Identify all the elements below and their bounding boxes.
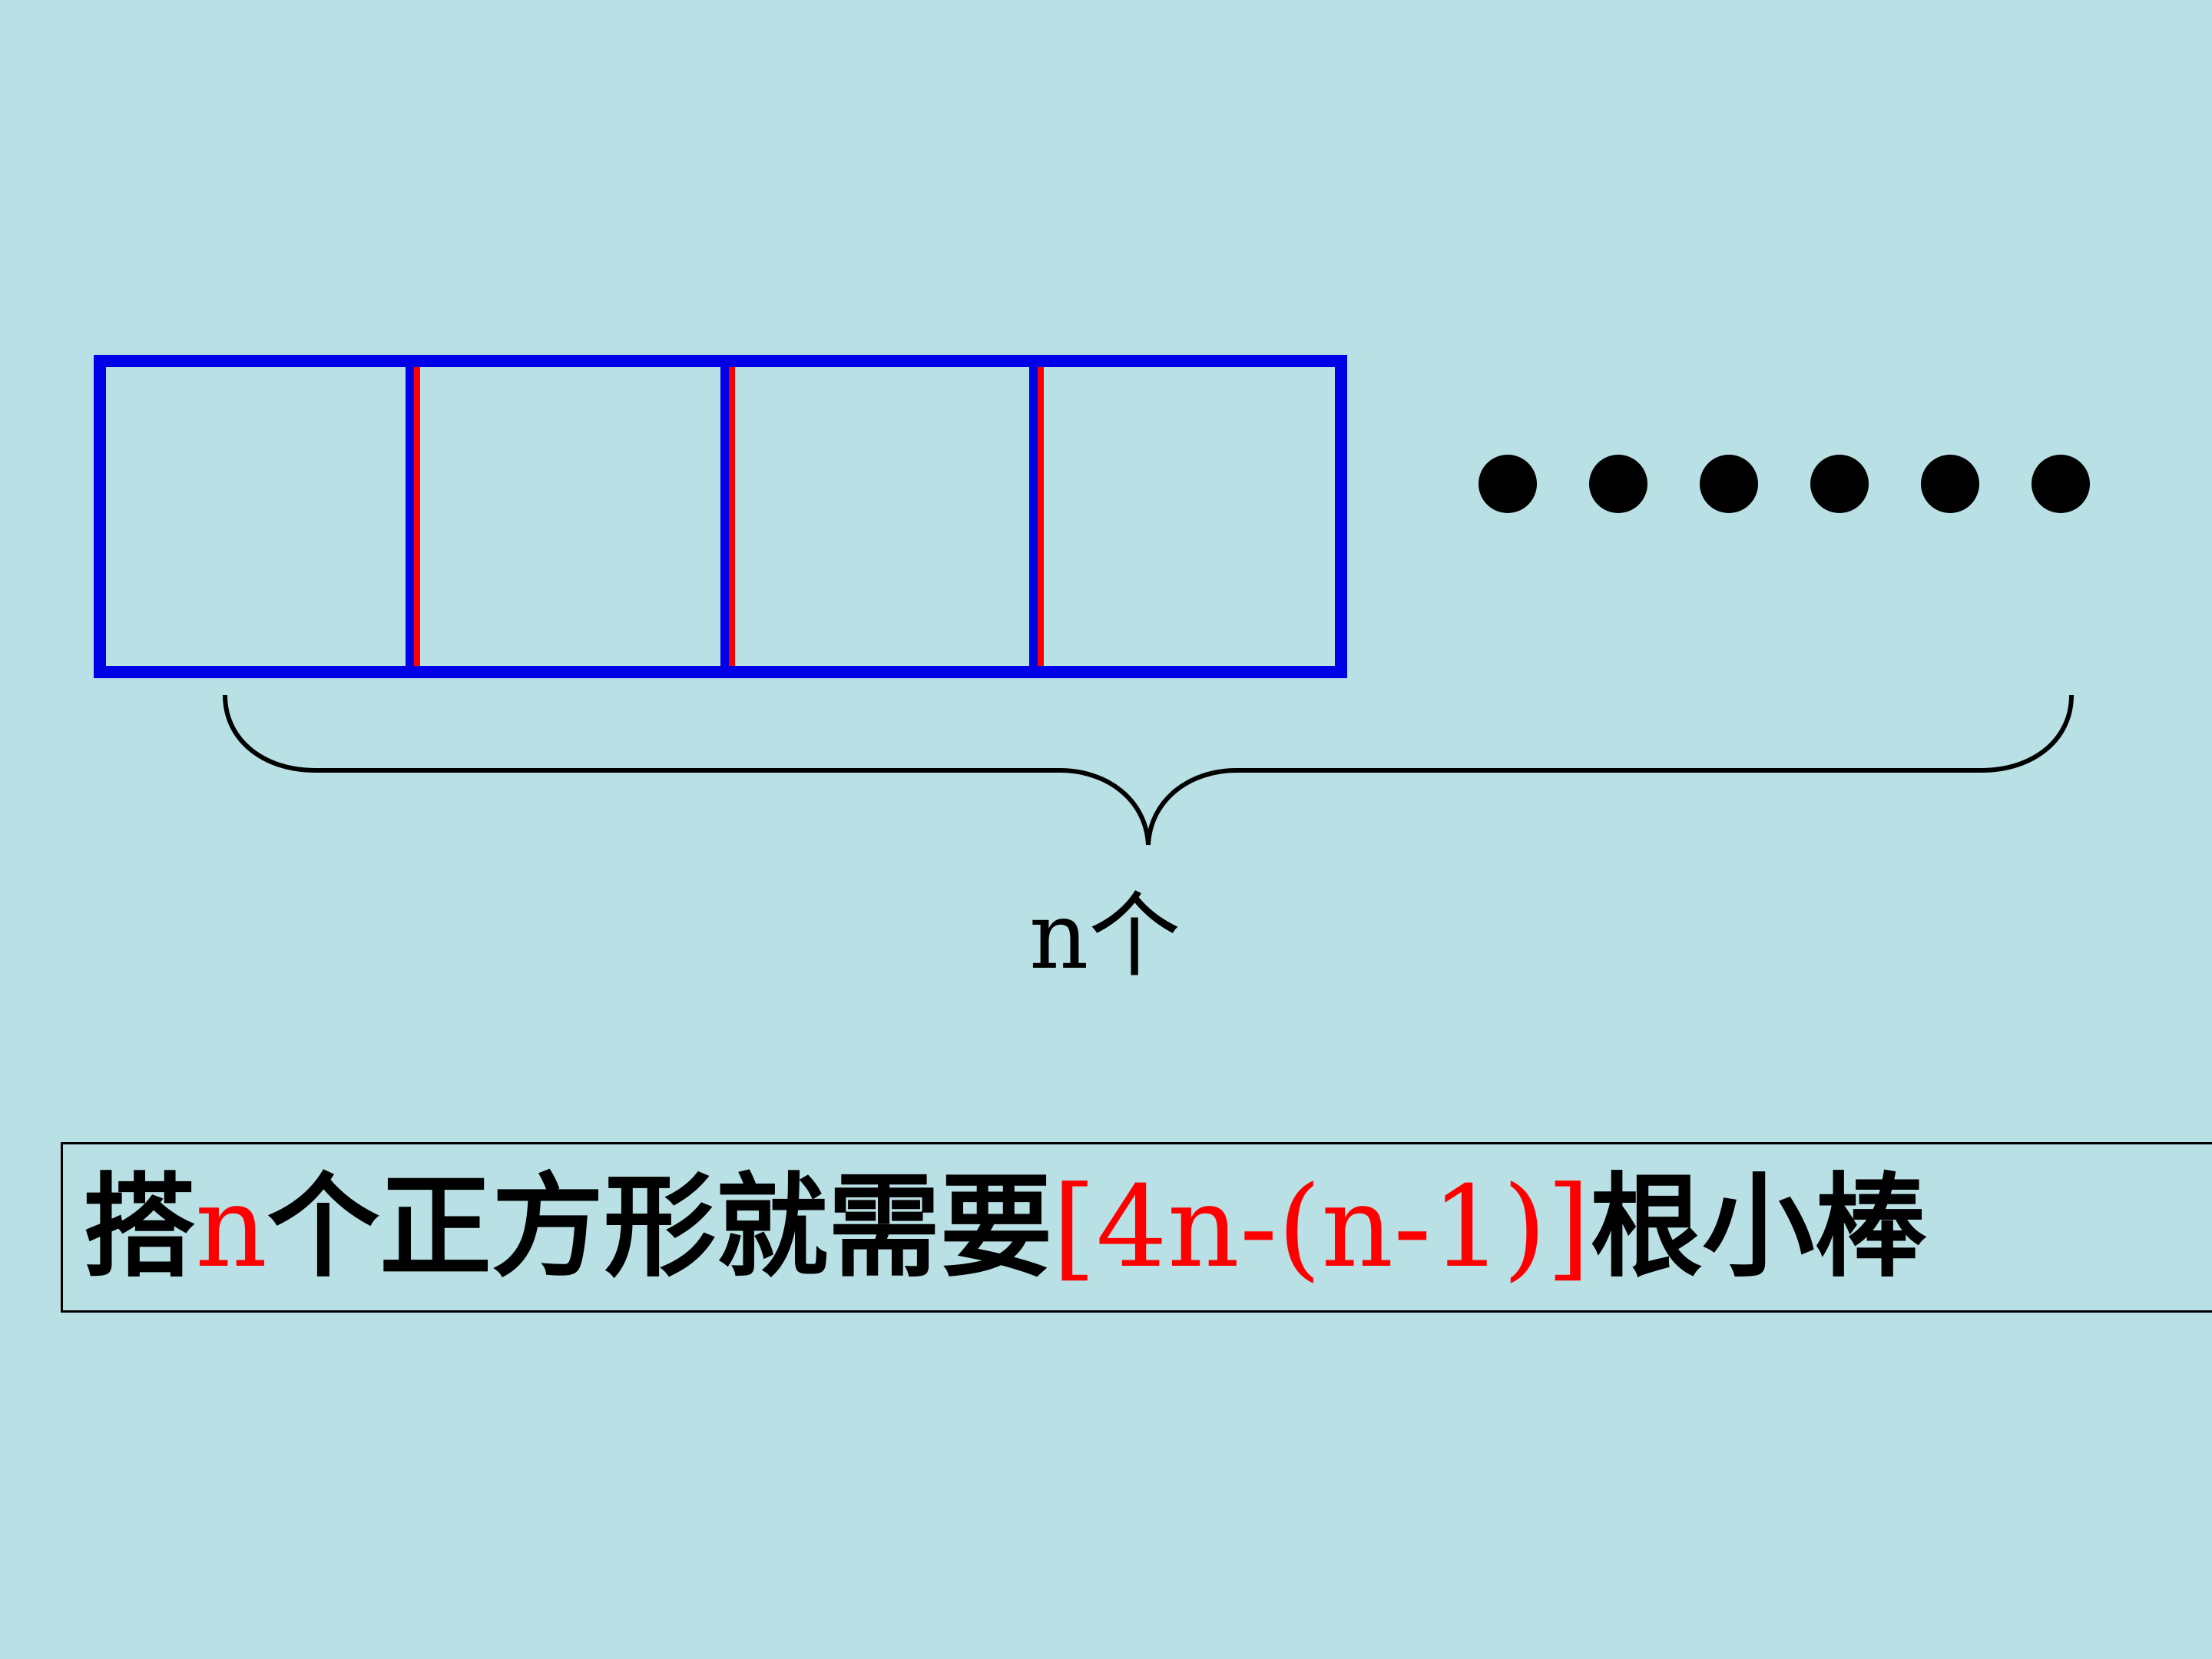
ellipsis-dots: [1479, 455, 2090, 513]
formula-box: 搭n个正方形就需要[4n-(n-1)]根小棒: [61, 1142, 2212, 1313]
dot-6: [2032, 455, 2090, 513]
dot-1: [1479, 455, 1537, 513]
shared-edges: [414, 367, 1044, 666]
dot-4: [1810, 455, 1869, 513]
brace-label: n个: [1029, 883, 1181, 990]
dot-5: [1921, 455, 1979, 513]
dot-3: [1700, 455, 1758, 513]
formula-suffix: 根小棒: [1590, 1161, 1927, 1293]
dot-2: [1589, 455, 1647, 513]
curly-brace: [223, 694, 2074, 846]
formula-prefix: 搭: [83, 1161, 195, 1293]
squares-outline: [94, 355, 1347, 678]
formula-middle: 个正方形就需要: [267, 1161, 1053, 1293]
formula-variable: n: [195, 1162, 268, 1293]
formula-text: 搭n个正方形就需要[4n-(n-1)]根小棒: [83, 1165, 1926, 1290]
formula-expression: [4n-(n-1)]: [1052, 1162, 1591, 1293]
